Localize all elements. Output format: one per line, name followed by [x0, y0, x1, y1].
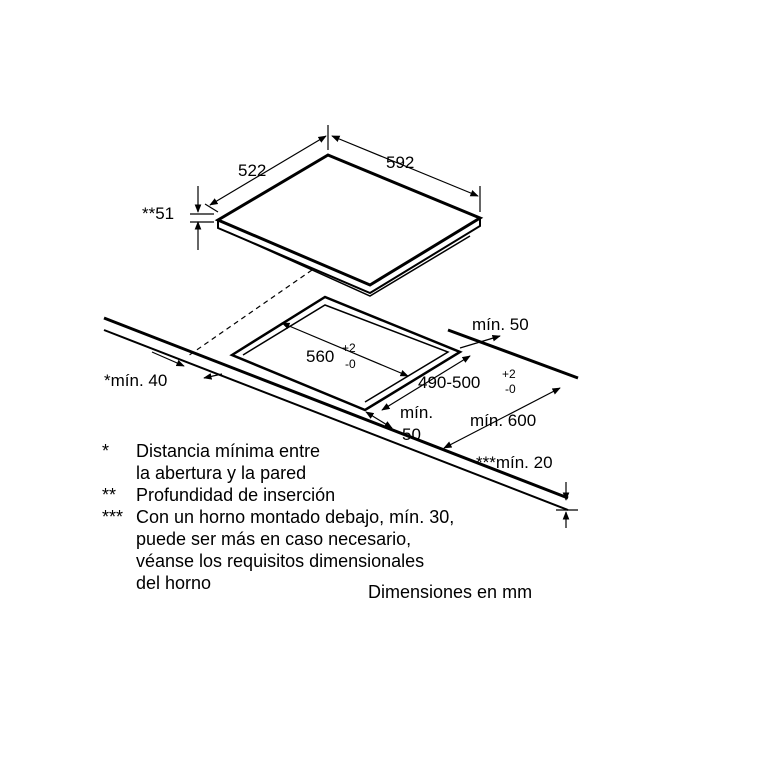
footnote-2-mark: ** [102, 485, 117, 505]
label-insertion-depth: **51 [142, 204, 174, 223]
dim-522-line [209, 135, 327, 206]
label-min-side-right: mín. 50 [472, 315, 529, 334]
dimension-labels: 522 592 **51 560 +2 -0 490-500 +2 -0 mín… [104, 153, 553, 472]
footnote-3-line-2: puede ser más en caso necesario, [136, 529, 412, 549]
wall-guide-dashed [187, 269, 313, 357]
label-min-front: mín. [400, 403, 433, 422]
units-label: Dimensiones en mm [368, 582, 533, 602]
label-560-tol-upper: +2 [342, 341, 356, 355]
footnote-1-line-1: Distancia mínima entre [136, 441, 321, 461]
footnotes: * Distancia mínima entre la abertura y l… [102, 440, 582, 594]
cutout-outer [229, 295, 463, 412]
dim-min50-right-line [459, 334, 501, 349]
footnote-1: * Distancia mínima entre la abertura y l… [102, 440, 582, 484]
label-min-front-value: 50 [402, 425, 421, 444]
footnote-1-text: Distancia mínima entre la abertura y la … [136, 440, 582, 484]
dim-600-line [443, 387, 561, 449]
footnote-2-line-1: Profundidad de inserción [136, 485, 336, 505]
label-490-500: 490-500 [418, 373, 480, 392]
dim-min40-arrow-b [203, 373, 223, 380]
footnote-1-line-2: la abertura y la pared [136, 463, 307, 483]
dim-490-line [381, 355, 471, 411]
footnote-2-text: Profundidad de inserción [136, 484, 582, 506]
cooktop-edge [217, 218, 481, 295]
footnote-1-mark: * [102, 441, 110, 461]
label-490-tol-upper: +2 [502, 367, 516, 381]
dim-min40-arrow-a [151, 351, 185, 367]
footnote-3-text: Con un horno montado debajo, mín. 30, pu… [136, 506, 582, 594]
label-522: 522 [238, 161, 266, 180]
cooktop-base [227, 231, 471, 297]
label-min-under-oven: ***mín. 20 [476, 453, 553, 472]
label-560-tol-lower: -0 [345, 357, 356, 371]
label-490-tol-lower: -0 [505, 382, 516, 396]
label-min-wall-distance: *mín. 40 [104, 371, 167, 390]
label-560: 560 [306, 347, 334, 366]
dim-min50-front-line [365, 411, 393, 429]
countertop-top-front-edge [103, 316, 569, 500]
footnote-3-line-1: Con un horno montado debajo, mín. 30, [136, 507, 455, 527]
footnote-3-mark: *** [102, 507, 124, 527]
footnote-3-line-3: véanse los requisitos dimensionales [136, 551, 425, 571]
label-592: 592 [386, 153, 414, 172]
dim-592-line [331, 135, 479, 197]
footnote-3-line-4: del horno [136, 573, 212, 593]
dimension-lines [151, 125, 578, 528]
dim-522-ext-a [204, 203, 219, 213]
footnote-3: *** Con un horno montado debajo, mín. 30… [102, 506, 582, 594]
label-min-counter-depth: mín. 600 [470, 411, 536, 430]
footnote-2: ** Profundidad de inserción [102, 484, 582, 506]
countertop-back-edge [447, 328, 579, 380]
